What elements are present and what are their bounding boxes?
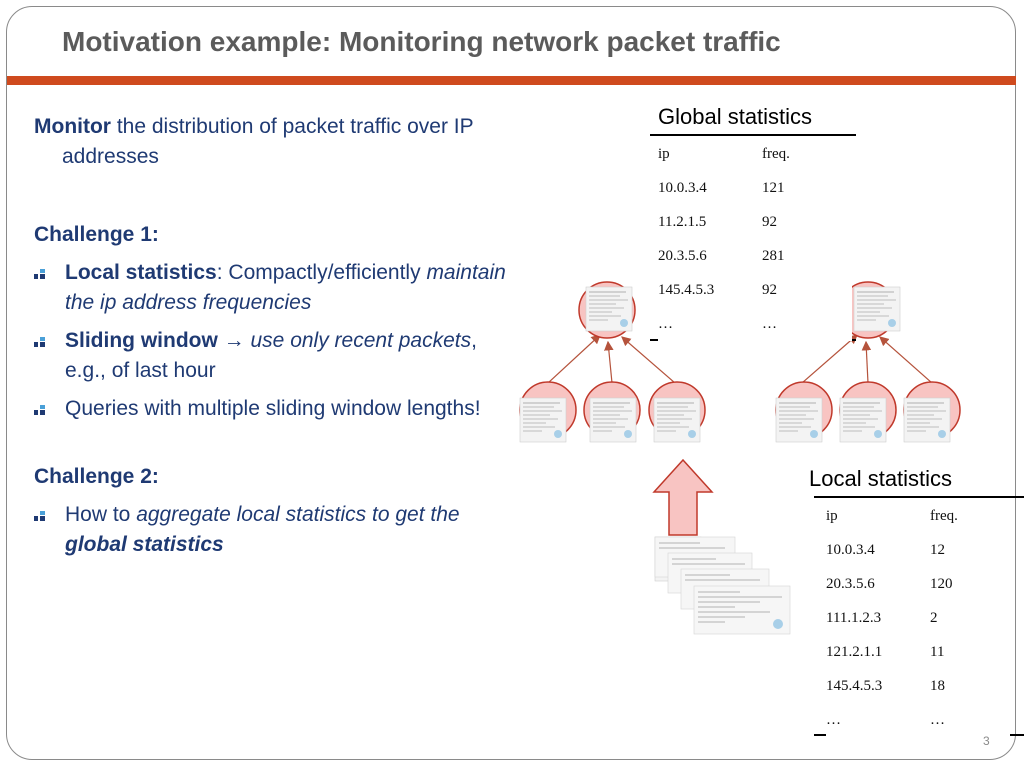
ip-cell: 145.4.5.3	[826, 677, 883, 694]
global-stats-title: Global statistics	[658, 104, 813, 129]
bullet-marker-icon	[34, 337, 46, 347]
freq-cell: 18	[930, 677, 945, 694]
bullet-aggregate: How to aggregate local statistics to get…	[34, 500, 514, 560]
leaf-node	[775, 381, 833, 443]
ip-cell: …	[826, 711, 841, 728]
parent-node	[578, 281, 636, 339]
local-stats-label: Local statistics	[65, 261, 217, 284]
freq-cell: 2	[930, 609, 938, 626]
table-header-row: ip freq.	[826, 499, 1010, 533]
freq-cell: 12	[930, 541, 945, 558]
table-row: 10.0.3.4 121	[658, 171, 852, 205]
bullet-text-block: Monitor the distribution of packet traff…	[34, 112, 514, 560]
freq-cell: …	[762, 315, 777, 332]
title-underline-bar	[7, 76, 1016, 85]
ip-cell: 121.2.1.1	[826, 643, 883, 660]
freq-cell: 92	[762, 213, 777, 230]
global-stats-bold-italic: global statistics	[65, 533, 224, 556]
freq-cell: 11	[930, 643, 945, 660]
table-row: ……	[826, 703, 1010, 737]
leaf-node	[648, 381, 706, 443]
ip-cell: …	[658, 315, 673, 332]
table-row: 11.2.1.5 92	[658, 205, 852, 239]
table-row: ……	[658, 307, 852, 341]
ip-cell: 10.0.3.4	[826, 541, 875, 558]
local-stats-italic: maintain the ip address frequencies	[65, 261, 506, 314]
ip-cell: 20.3.5.6	[658, 247, 707, 264]
leaf-node	[839, 381, 897, 443]
ip-cell: 111.1.2.3	[826, 609, 882, 626]
queries-text: Queries with multiple sliding window len…	[65, 397, 481, 420]
table-row: 145.4.5.3 92	[658, 273, 852, 307]
freq-cell: 92	[762, 281, 777, 298]
table-row: 20.3.5.6 281	[658, 239, 852, 273]
local-stats-table: ip freq. 10.0.3.4 12 20.3.5.6 120 111.1.2.…	[826, 499, 1010, 737]
column-header: ip	[826, 507, 838, 524]
bullet-sliding-window: Sliding window → use only recent packets…	[34, 326, 514, 386]
global-stats-table: ip freq. 10.0.3.4 121 11.2.1.5 92 20.3.5.6…	[658, 137, 852, 341]
freq-cell: 120	[930, 575, 953, 592]
leaf-node	[519, 381, 577, 443]
page-number: 3	[983, 734, 990, 748]
aggregate-text: How to	[65, 503, 137, 526]
aggregate-italic: aggregate local statistics to get the	[136, 503, 460, 526]
table-row: 111.1.2.3 2	[826, 601, 1010, 635]
freq-cell: 281	[762, 247, 785, 264]
table-header-row: ip freq.	[658, 137, 852, 171]
table-row: 121.2.1.1 11	[826, 635, 1010, 669]
leaf-node	[903, 381, 961, 443]
challenge2-heading: Challenge 2:	[34, 465, 159, 488]
local-stats-title: Local statistics	[809, 466, 953, 491]
column-header: freq.	[762, 145, 790, 162]
challenge1-heading: Challenge 1:	[34, 223, 159, 246]
local-stats-text: : Compactly/efficiently	[216, 261, 427, 284]
ip-cell: 145.4.5.3	[658, 281, 715, 298]
column-header: ip	[658, 145, 670, 162]
ip-cell: 11.2.1.5	[658, 213, 707, 230]
bullet-queries: Queries with multiple sliding window len…	[34, 394, 514, 424]
table-row: 20.3.5.6 120	[826, 567, 1010, 601]
ip-cell: 10.0.3.4	[658, 179, 707, 196]
sliding-window-label: Sliding window	[65, 329, 218, 352]
freq-cell: 121	[762, 179, 785, 196]
bullet-marker-icon	[34, 511, 46, 521]
monitor-paragraph: Monitor the distribution of packet traff…	[34, 112, 514, 172]
table-row: 145.4.5.3 18	[826, 669, 1010, 703]
right-arrow-icon: →	[217, 329, 251, 352]
bullet-marker-icon	[34, 405, 46, 415]
leaf-node	[583, 381, 641, 443]
tree-edges	[547, 334, 933, 384]
freq-cell: …	[930, 711, 945, 728]
table-row: 10.0.3.4 12	[826, 533, 1010, 567]
ip-cell: 20.3.5.6	[826, 575, 875, 592]
monitor-text: the distribution of packet traffic over …	[62, 115, 474, 168]
column-header: freq.	[930, 507, 958, 524]
slide-title: Motivation example: Monitoring network p…	[62, 26, 781, 57]
bullet-local-statistics: Local statistics: Compactly/efficiently …	[34, 258, 514, 318]
monitor-label: Monitor	[34, 115, 111, 138]
bullet-marker-icon	[34, 269, 46, 279]
up-arrow-icon	[652, 458, 714, 536]
sliding-window-text: , e.g., of last hour	[65, 329, 477, 382]
sliding-window-italic: use only recent packets	[250, 329, 472, 352]
packet-log-stack	[654, 536, 791, 635]
slide-frame	[6, 6, 1016, 760]
